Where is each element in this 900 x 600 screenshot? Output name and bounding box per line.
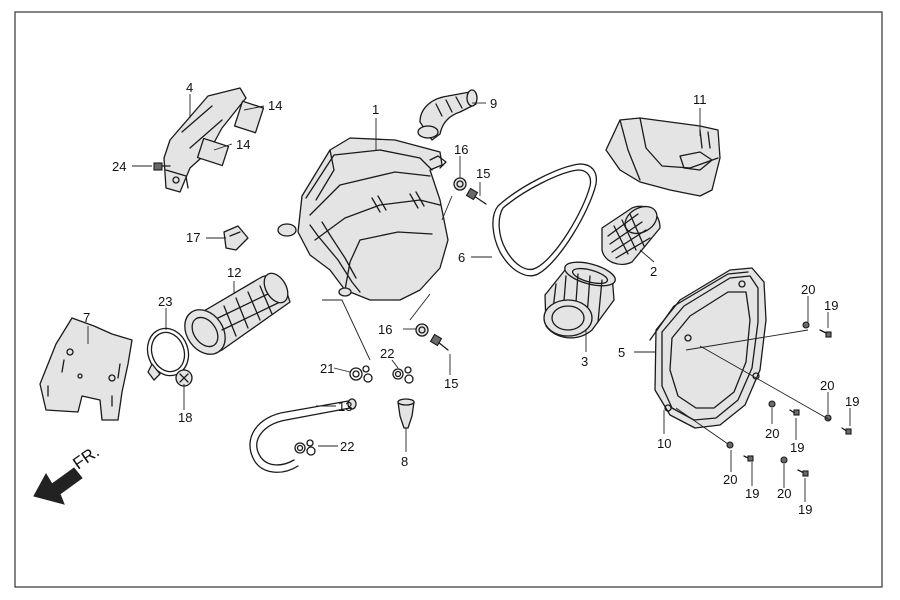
callout-19-b: 19 bbox=[845, 394, 859, 409]
callout-19-d: 19 bbox=[745, 486, 759, 501]
callout-6: 6 bbox=[458, 250, 465, 265]
callout-22-upper: 22 bbox=[380, 346, 394, 361]
callout-11: 11 bbox=[693, 92, 707, 107]
air-cleaner-case bbox=[277, 137, 449, 301]
callout-20-e: 20 bbox=[777, 486, 791, 501]
callout-18: 18 bbox=[178, 410, 192, 425]
callout-2: 2 bbox=[650, 264, 657, 279]
callout-23: 23 bbox=[158, 294, 172, 309]
drain-tube bbox=[249, 398, 357, 473]
callout-20-b: 20 bbox=[820, 378, 834, 393]
intake-connecting-boot bbox=[184, 272, 291, 355]
callout-24: 24 bbox=[112, 159, 126, 174]
callout-5: 5 bbox=[618, 345, 625, 360]
cover-screws-and-washers bbox=[726, 321, 852, 477]
front-direction-arrow-icon bbox=[33, 467, 83, 505]
callout-1: 1 bbox=[372, 102, 379, 117]
callout-4: 4 bbox=[186, 80, 193, 95]
collar-grommets bbox=[415, 177, 467, 337]
callout-8: 8 bbox=[401, 454, 408, 469]
callout-9: 9 bbox=[490, 96, 497, 111]
callout-15-upper: 15 bbox=[476, 166, 490, 181]
bracket-bolt bbox=[153, 162, 171, 171]
callout-19-a: 19 bbox=[824, 298, 838, 313]
case-bolts bbox=[429, 187, 487, 351]
callout-7: 7 bbox=[83, 310, 90, 325]
callout-19-c: 19 bbox=[790, 440, 804, 455]
callout-20-d: 20 bbox=[723, 472, 737, 487]
callout-numbers: 1 2 3 4 5 6 7 8 9 10 11 12 13 14 14 15 1… bbox=[83, 80, 859, 517]
callout-16-upper: 16 bbox=[454, 142, 468, 157]
tube-clamps bbox=[294, 365, 414, 456]
rubber-pad-lower bbox=[196, 137, 230, 167]
air-cleaner-cover bbox=[654, 267, 767, 429]
callout-13: 13 bbox=[338, 399, 352, 414]
case-seal-gasket bbox=[492, 163, 598, 277]
band-screw bbox=[175, 369, 193, 387]
drain-plug bbox=[397, 398, 415, 429]
tube-clip bbox=[223, 225, 249, 251]
callout-19-e: 19 bbox=[798, 502, 812, 517]
air-filter-element-large bbox=[543, 261, 616, 339]
callout-22-lower: 22 bbox=[340, 439, 354, 454]
callout-10: 10 bbox=[657, 436, 671, 451]
callout-15-lower: 15 bbox=[444, 376, 458, 391]
callout-3: 3 bbox=[581, 354, 588, 369]
callout-21: 21 bbox=[320, 361, 334, 376]
intake-elbow-tube bbox=[417, 89, 478, 141]
callout-14-lower: 14 bbox=[236, 137, 250, 152]
callout-17: 17 bbox=[186, 230, 200, 245]
callout-20-c: 20 bbox=[765, 426, 779, 441]
rubber-pad-upper bbox=[233, 100, 265, 134]
callout-14-upper: 14 bbox=[268, 98, 282, 113]
duct-cover-bracket bbox=[605, 117, 721, 197]
cover-gasket bbox=[649, 271, 749, 341]
diagram-frame bbox=[14, 11, 883, 588]
callout-leader-lines bbox=[87, 94, 851, 502]
air-filter-element-small bbox=[601, 205, 661, 265]
callout-12: 12 bbox=[227, 265, 241, 280]
callout-20-a: 20 bbox=[801, 282, 815, 297]
guide-plate bbox=[39, 317, 133, 421]
callout-16-lower: 16 bbox=[378, 322, 392, 337]
